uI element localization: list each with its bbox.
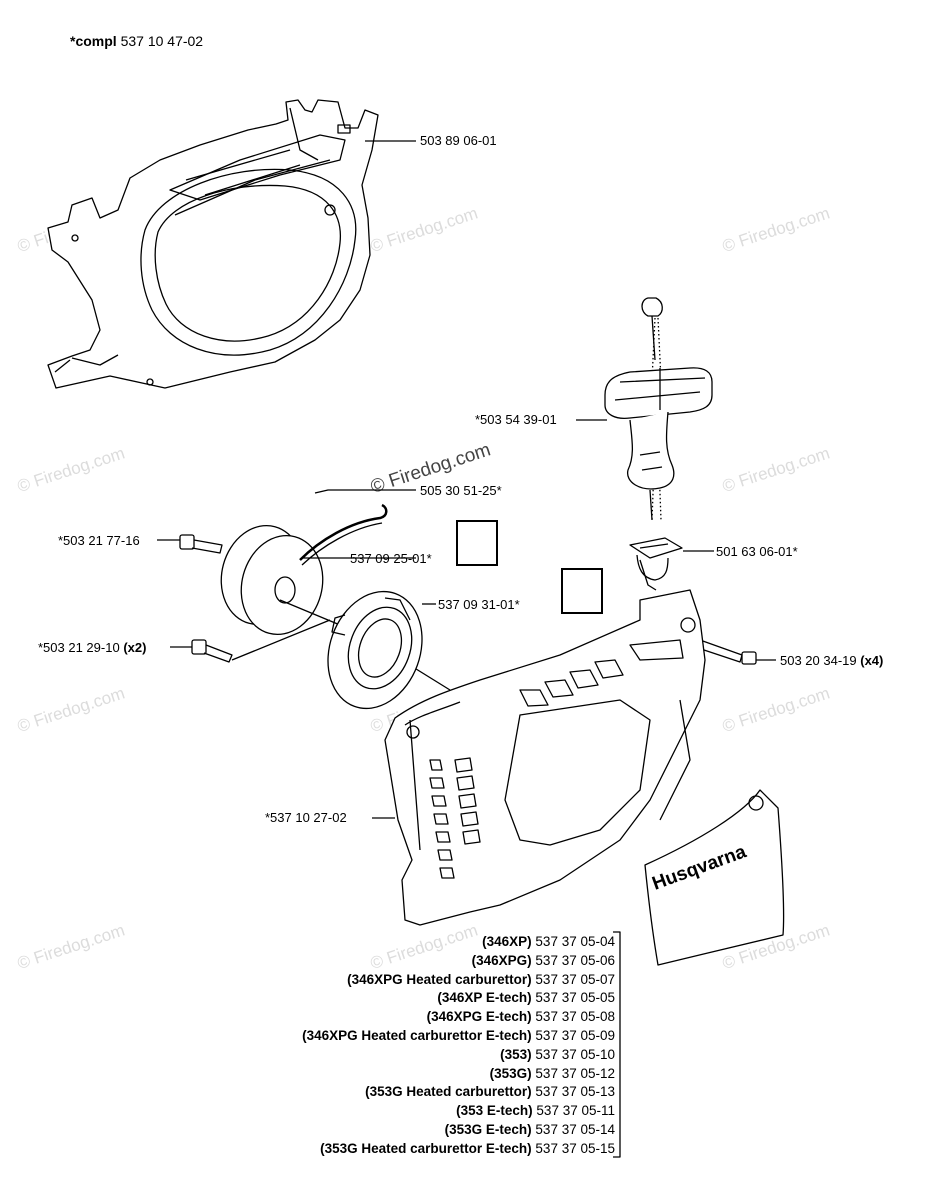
bolt-3 (697, 639, 757, 665)
callout-qty: (x4) (860, 653, 884, 668)
compl-number: 537 10 47-02 (120, 33, 204, 49)
variant-part-number: 537 37 05-04 (531, 934, 615, 949)
variant-line: (346XP) 537 37 05-04 (482, 933, 615, 951)
variant-model: (346XP E-tech) (437, 990, 532, 1006)
husqvarna-decal (644, 789, 785, 966)
variant-part-number: 537 37 05-10 (531, 1046, 615, 1062)
callout-537-09-31-01: 537 09 31-01* (438, 597, 520, 612)
callout-503-21-77-16: *503 21 77-16 (58, 533, 140, 548)
callout-537-09-25-01: 537 09 25-01* (350, 551, 432, 566)
variant-part-number: 537 37 05-07 (531, 971, 615, 987)
variant-model: (346XPG) (471, 952, 532, 968)
variant-part-number: 537 37 05-09 (531, 1028, 615, 1043)
spring-cassette (327, 590, 423, 710)
callout-number: *503 21 29-10 (38, 640, 120, 655)
callout-537-10-27-02: *537 10 27-02 (265, 810, 347, 825)
variant-line: (353) 537 37 05-10 (500, 1046, 615, 1064)
variant-model: (353G E-tech) (444, 1122, 532, 1137)
starter-pulley (220, 503, 388, 636)
variant-line: (353G E-tech) 537 37 05-14 (445, 1121, 615, 1139)
variant-line: (346XPG Heated carburettor E-tech) 537 3… (302, 1027, 615, 1045)
bolt-1 (179, 534, 223, 554)
variant-model: (353G Heated carburettor) (365, 1084, 532, 1100)
compl-label: *compl 537 10 47-02 (70, 34, 203, 49)
variant-line: (346XPG Heated carburettor) 537 37 05-07 (347, 971, 615, 989)
variant-part-number: 537 37 05-14 (531, 1122, 615, 1137)
callout-number: 503 20 34-19 (780, 653, 857, 668)
variant-part-number: 537 37 05-15 (531, 1140, 615, 1156)
variant-part-number: 537 37 05-06 (531, 952, 615, 968)
variant-model: (353G Heated carburettor E-tech) (320, 1140, 532, 1156)
variant-model: (346XP) (482, 934, 532, 949)
variant-line: (346XP E-tech) 537 37 05-05 (437, 989, 615, 1007)
variant-line: (353G) 537 37 05-12 (490, 1065, 615, 1083)
cover-bracket (47, 99, 379, 389)
tool-icon-2 (561, 568, 603, 614)
tool-icon-1 (456, 520, 498, 566)
variant-part-number: 537 37 05-11 (532, 1103, 615, 1119)
variant-line: (346XPG E-tech) 537 37 05-08 (427, 1008, 615, 1026)
callout-qty: (x2) (123, 640, 147, 655)
variant-model: (353 E-tech) (456, 1103, 533, 1119)
variant-model: (346XPG E-tech) (426, 1009, 532, 1025)
variant-line: (346XPG) 537 37 05-06 (472, 952, 615, 970)
callout-503-54-39-01: *503 54 39-01 (475, 412, 557, 427)
variant-line: (353 E-tech) 537 37 05-11 (456, 1102, 615, 1120)
callout-503-89-06-01: 503 89 06-01 (420, 133, 497, 148)
starter-housing (384, 559, 706, 926)
variant-model: (346XPG Heated carburettor) (347, 971, 532, 987)
variant-model: (353G) (489, 1065, 532, 1081)
callout-505-30-51-25: 505 30 51-25* (420, 483, 502, 498)
variant-part-number: 537 37 05-08 (531, 1009, 615, 1025)
variant-model: (353) (500, 1046, 532, 1062)
variant-line: (353G Heated carburettor) 537 37 05-13 (365, 1083, 615, 1101)
variant-part-number: 537 37 05-13 (531, 1084, 615, 1100)
variant-part-number: 537 37 05-05 (531, 990, 615, 1006)
callout-503-20-34-19: 503 20 34-19 (x4) (780, 653, 883, 668)
variant-part-number: 537 37 05-12 (531, 1065, 615, 1081)
starter-handle (604, 297, 713, 521)
compl-prefix: *compl (70, 33, 117, 49)
bolt-2 (191, 639, 233, 663)
callout-501-63-06-01: 501 63 06-01* (716, 544, 798, 559)
rope-guide (629, 537, 683, 581)
variant-line: (353G Heated carburettor E-tech) 537 37 … (320, 1140, 615, 1158)
callout-503-21-29-10: *503 21 29-10 (x2) (38, 640, 146, 655)
variant-model: (346XPG Heated carburettor E-tech) (302, 1028, 532, 1043)
